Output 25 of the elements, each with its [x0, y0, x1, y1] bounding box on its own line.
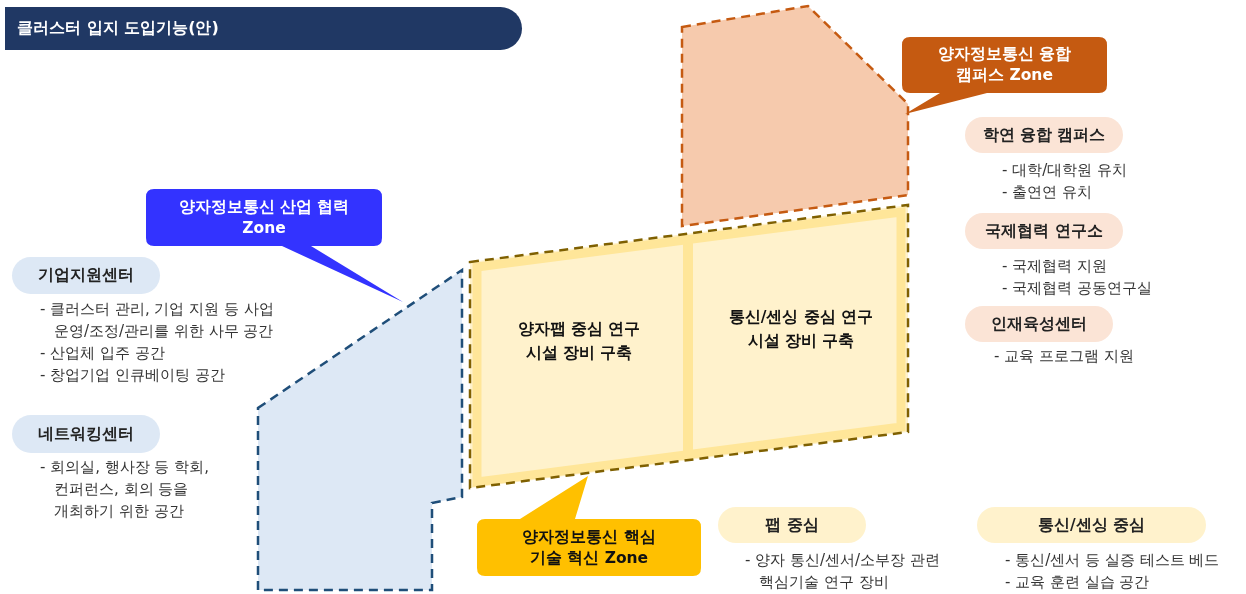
bullet-text: - 국제협력 공동연구실 [1002, 278, 1153, 299]
heading-pill: 인재육성센터 [965, 306, 1113, 342]
bullet-text: - 출연연 유치 [1002, 182, 1093, 203]
heading-pill: 기업지원센터 [12, 257, 160, 294]
title-banner: 클러스터 입지 도입기능(안) [5, 7, 522, 50]
bullet-text: - 클러스터 관리, 기업 지원 등 사업 운영/조정/관리를 위한 사무 공간 [40, 299, 275, 342]
bullet-text: - 교육 프로그램 지원 [994, 346, 1135, 367]
heading-pill: 학연 융합 캠퍼스 [965, 117, 1123, 153]
bullet-text: - 국제협력 지원 [1002, 256, 1108, 277]
bullet-text: - 대학/대학원 유치 [1002, 160, 1128, 181]
bullet-text: - 산업체 입주 공간 [40, 343, 166, 364]
bullet-text: - 통신/센서 등 실증 테스트 베드 [1005, 550, 1221, 571]
heading-pill: 팹 중심 [718, 507, 866, 543]
heading-pill: 통신/센싱 중심 [977, 507, 1206, 543]
callout-text: 양자정보통신 핵심 기술 혁신 Zone [521, 526, 657, 569]
zone-text: 통신/센싱 중심 연구 시설 장비 구축 [727, 307, 875, 352]
heading-pill: 국제협력 연구소 [965, 213, 1123, 249]
bullet-text: - 양자 통신/센서/소부장 관련 핵심기술 연구 장비 [745, 550, 941, 593]
zone-text: 양자팹 중심 연구 시설 장비 구축 [516, 319, 642, 364]
bullet-text: - 창업기업 인큐베이팅 공간 [40, 365, 226, 386]
bullet-text: - 교육 훈련 실습 공간 [1005, 572, 1151, 593]
callout-text: 양자정보통신 융합 캠퍼스 Zone [936, 44, 1073, 86]
bullet-text: - 회의실, 행사장 등 학회, 컨퍼런스, 회의 등을 개최하기 위한 공간 [40, 457, 211, 522]
heading-pill: 네트워킹센터 [12, 415, 160, 453]
callout-text: 양자정보통신 산업 협력 Zone [177, 196, 351, 239]
